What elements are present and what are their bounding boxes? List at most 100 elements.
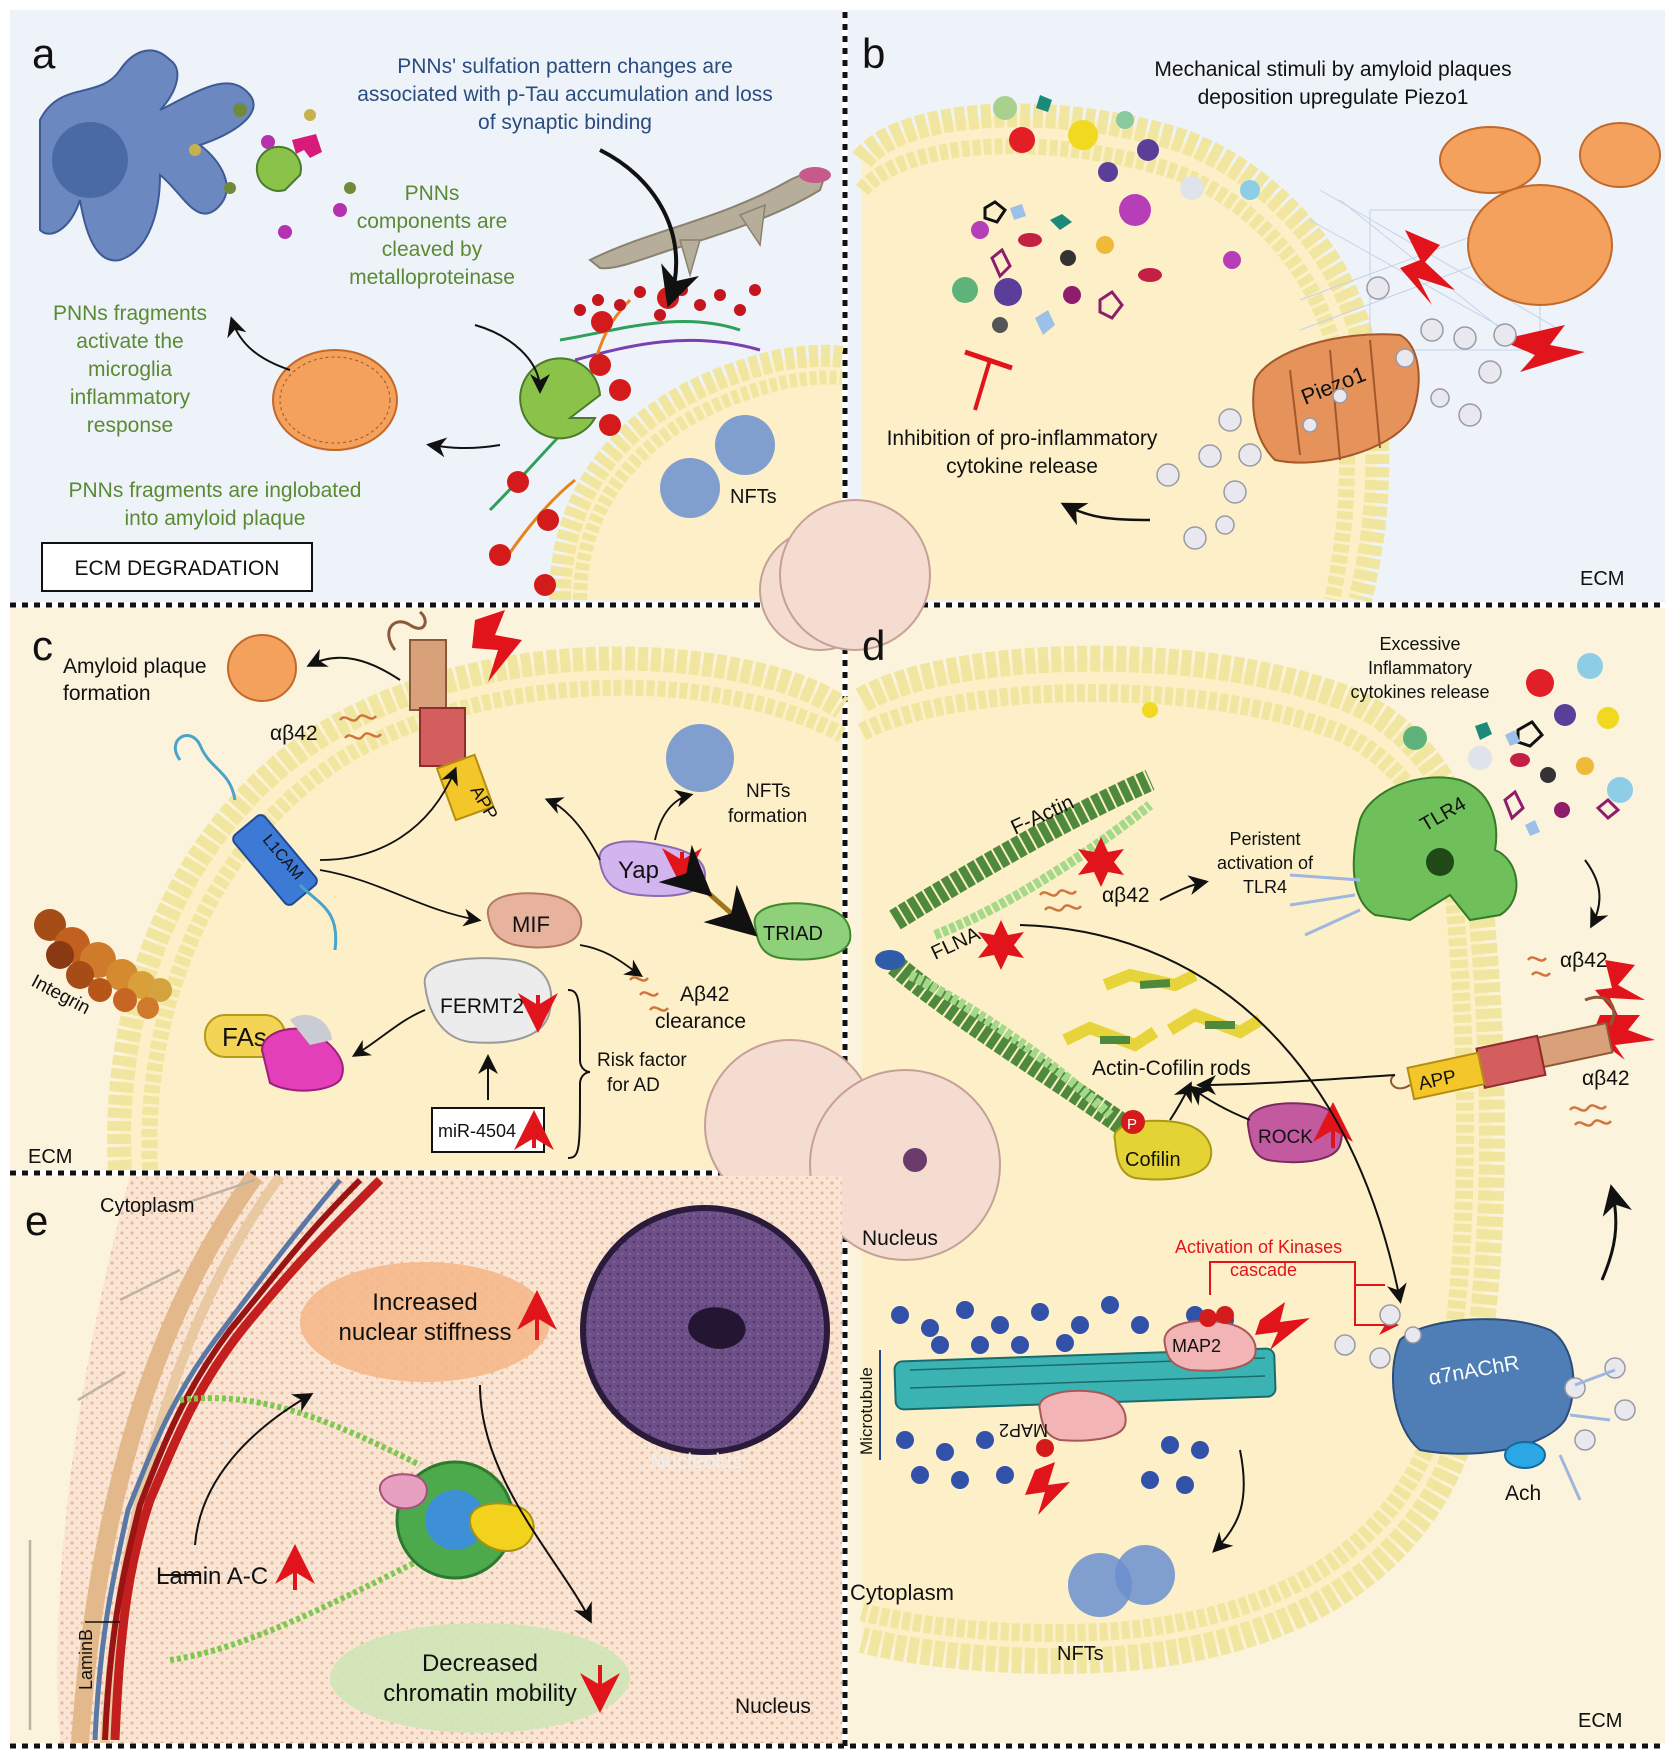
tlr4-center [1426, 848, 1454, 876]
ecm-degradation-label: ECM DEGRADATION [75, 557, 280, 580]
abeta-fragments-d [1039, 889, 1082, 912]
lightning-icon [1025, 1462, 1070, 1515]
dendrite-tip [799, 167, 831, 183]
cleaved-text-2: components are [357, 210, 508, 233]
sulfate-group [489, 287, 679, 596]
arrow-yap-app [544, 797, 601, 861]
triad-label: TRIAD [763, 923, 823, 945]
panel-a-letter: a [32, 30, 56, 77]
mech-text-2: deposition upregulate Piezo1 [1198, 86, 1469, 109]
panel-d: F-Actin FLNA αβ42 Peristent activation o… [809, 622, 1655, 1732]
map2-phospho [1036, 1439, 1054, 1457]
inhibition-text-1: Inhibition of pro-inflammatory [887, 427, 1158, 450]
arrow-rock-rods [1188, 1085, 1251, 1121]
app-d-extracellular [1584, 995, 1616, 1026]
sphere [189, 144, 201, 156]
persist-text-3: TLR4 [1243, 877, 1287, 897]
microglia-text-1: PNNs fragments [53, 302, 207, 325]
membrane-d [855, 645, 1505, 1674]
arrow-lamin-stiffness [194, 1392, 314, 1546]
mif-protein [486, 892, 583, 949]
sulfation-text-3: of synaptic binding [478, 111, 652, 134]
excess-text-3: cytokines release [1350, 682, 1489, 702]
microglia-cell [39, 49, 255, 262]
cofilin-label: Cofilin [1125, 1149, 1181, 1171]
phospho-label: P [1127, 1116, 1137, 1133]
lightning-icon [1500, 325, 1585, 372]
arrow-activate-microglia [227, 316, 291, 371]
signal-rays-d [1558, 1368, 1616, 1501]
microglia-text-2: activate the [76, 330, 183, 353]
amyloid-plaque-b1 [1439, 126, 1541, 194]
membrane-d-inner [857, 683, 1474, 1642]
map2-label-inverted: MAP2 [999, 1420, 1048, 1440]
microglia-text-4: inflammatory [70, 386, 191, 409]
chromatin-protein-pink [378, 1473, 428, 1510]
arrow-nfts [1212, 1449, 1245, 1553]
l1cam-receptor [232, 814, 318, 906]
flna-chain-2 [907, 970, 1114, 1119]
risk-brace [567, 989, 591, 1159]
map2-phospho [1199, 1309, 1217, 1327]
membrane-c-inner [141, 679, 847, 1171]
microglia-nucleus [52, 122, 128, 198]
excess-text-2: Inflammatory [1368, 658, 1472, 678]
mobility-ellipse [330, 1623, 630, 1733]
panel-a: NFTs [32, 30, 881, 651]
nucleolus-label: Nucleolus [650, 1450, 742, 1473]
sphere [224, 182, 236, 194]
amyloid-plaque-b3 [1467, 184, 1613, 306]
microglia-text-3: microglia [88, 358, 172, 381]
sphere [333, 203, 347, 217]
sphere [344, 182, 356, 194]
nucleolus-dense [688, 1307, 746, 1349]
kinase-text-2: cascade [1230, 1260, 1297, 1280]
mobility-text-1: Decreased [422, 1650, 538, 1677]
ecm-label-c: ECM [28, 1146, 72, 1168]
signal-rays [1289, 873, 1361, 937]
inhibition-text-2: cytokine release [946, 455, 1098, 478]
arrow-up-d [1600, 1184, 1632, 1281]
arrow-cofilin-rods [1169, 1081, 1192, 1121]
arrow-cytokines-down [1584, 859, 1609, 929]
fermt2-label: FERMT2 [440, 995, 524, 1018]
map2-protein [1163, 1319, 1257, 1372]
map2-phospho [1216, 1306, 1234, 1324]
app-d-tail [1390, 1074, 1411, 1090]
flna-chain-1 [933, 801, 1154, 940]
fas-proteins [260, 1027, 344, 1092]
triad-protein [753, 902, 852, 961]
nucleolus-d [903, 1148, 927, 1172]
mir-label: miR-4504 [438, 1121, 516, 1141]
amyloid-text-1: Amyloid plaque [63, 655, 207, 678]
nucleus-label-d: Nucleus [862, 1227, 938, 1250]
nfts-formation-2: formation [728, 806, 807, 827]
microglia-text-5: response [87, 414, 173, 437]
amyloid-plaque-b2 [1579, 122, 1661, 188]
arrow-sulfation [599, 148, 700, 308]
nfts-formation-1: NFTs [746, 781, 790, 802]
ecm-label-d: ECM [1578, 1710, 1622, 1732]
app-helix [409, 639, 447, 711]
rods-label: Actin-Cofilin rods [1092, 1057, 1251, 1080]
lamin-ac-fiber [110, 1176, 384, 1741]
cleaved-text-4: metalloproteinase [349, 266, 515, 289]
starburst [1078, 837, 1124, 887]
cytokines-d [1142, 653, 1633, 836]
stiffness-text-2: nuclear stiffness [339, 1319, 512, 1346]
microtubule-label: Microtubule [857, 1367, 876, 1455]
actin-cofilin-rods [1062, 968, 1264, 1052]
calcium-ions [1156, 276, 1517, 550]
arrow-app-rods [1196, 1074, 1396, 1095]
cleaved-text-1: PNNs [405, 182, 460, 205]
dendrite [588, 171, 827, 270]
lamin-ac-fiber-2 [102, 1177, 363, 1741]
sulfation-text-1: PNNs' sulfation pattern changes are [397, 55, 733, 78]
ab42-label-d3: αβ42 [1582, 1067, 1630, 1090]
stiffness-text-1: Increased [372, 1289, 477, 1316]
inhibition-bar [964, 349, 1013, 371]
arrow-yap-nft [654, 789, 694, 841]
membrane-b [852, 103, 1390, 603]
ab42-label-d: αβ42 [1102, 884, 1150, 907]
abeta-clearance-fragments [629, 976, 669, 1012]
